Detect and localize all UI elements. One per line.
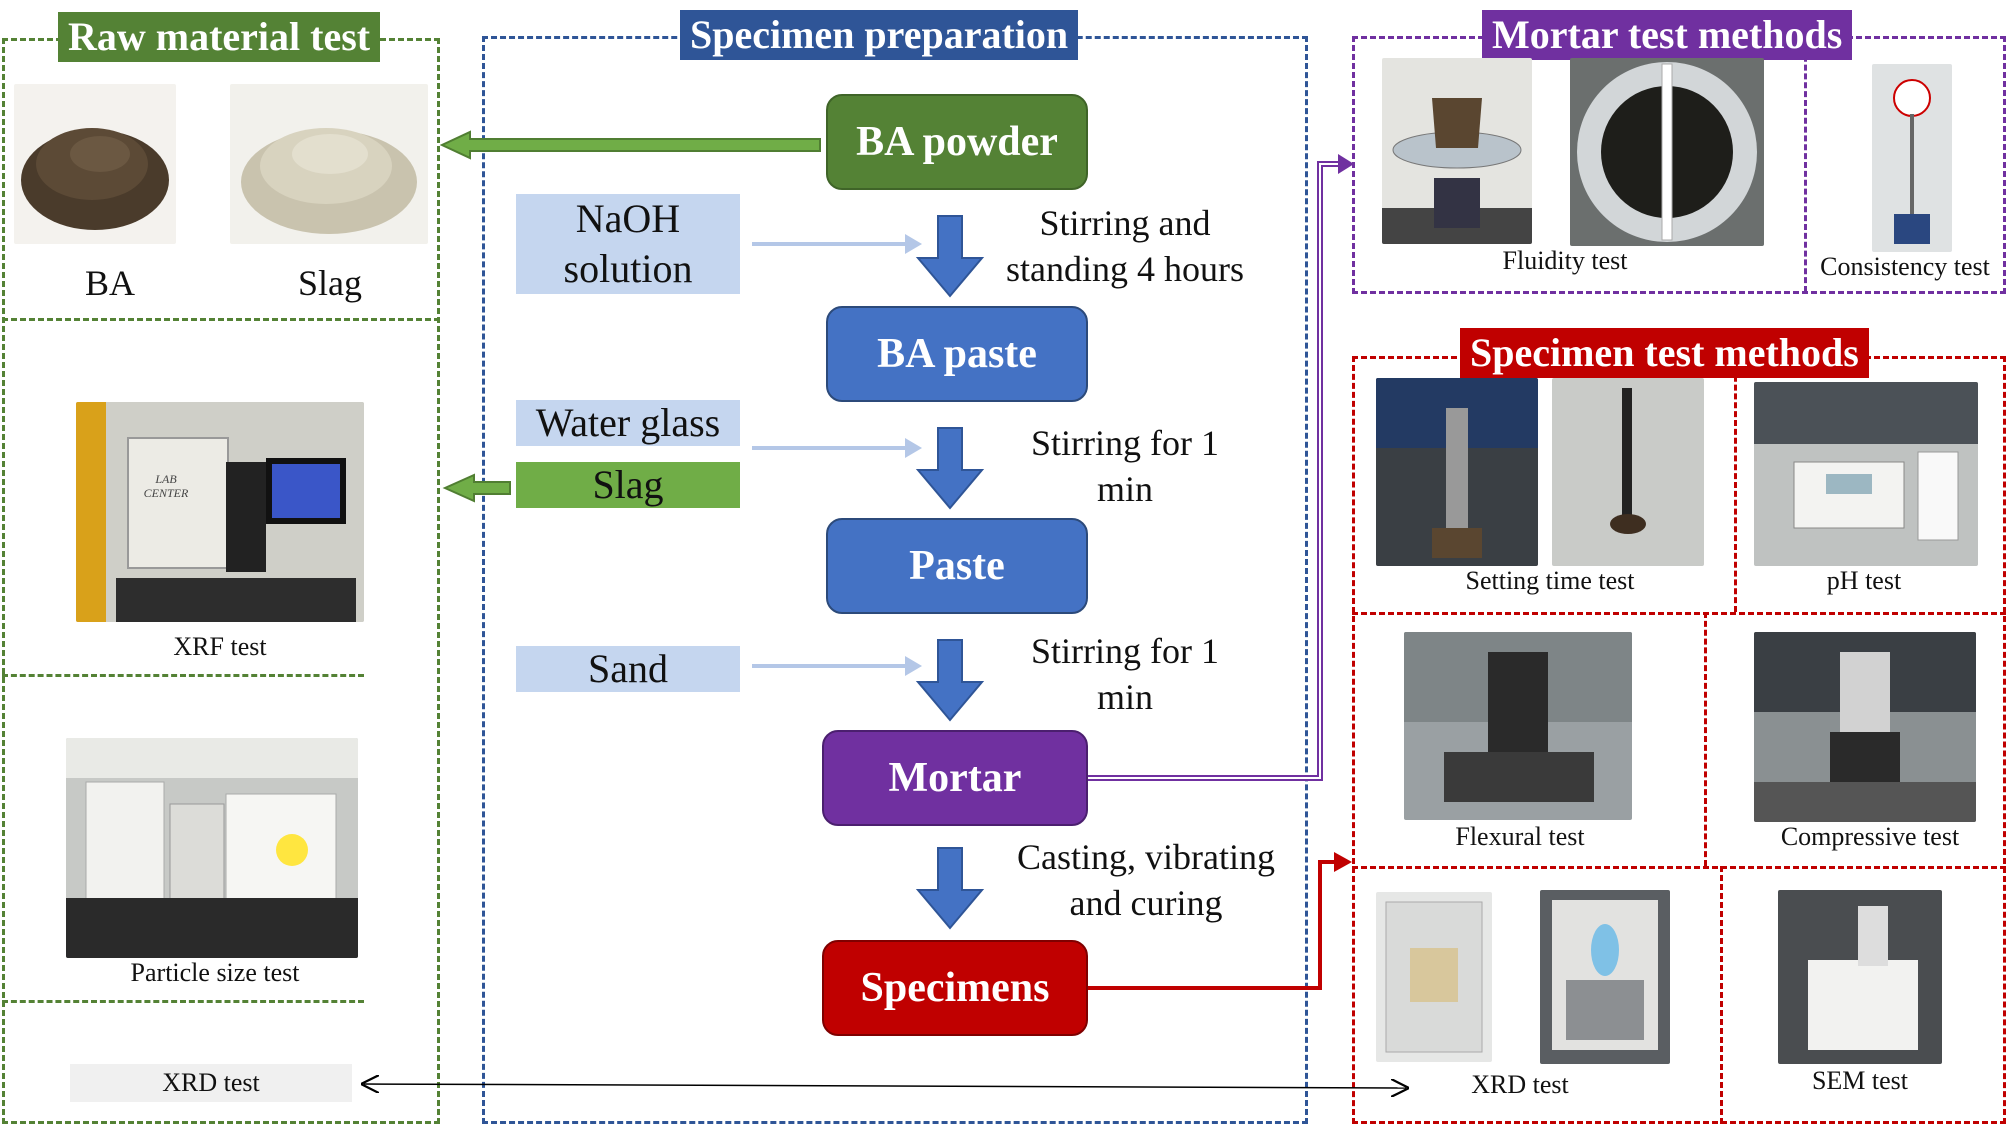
slag-to-xrf-arrow	[442, 473, 511, 503]
step-casting: Casting, vibrating and curing	[1017, 837, 1275, 923]
slag-reagent: Slag	[516, 462, 740, 508]
specimens-to-tests-arrow	[1088, 860, 1340, 990]
fluidity-table-photo	[1382, 58, 1532, 244]
step-stirring-1: Stirring for 1 min	[1031, 423, 1219, 509]
sem-caption: SEM test	[1811, 1066, 1909, 1095]
raw-material-title: Raw material test	[58, 12, 381, 62]
fluidity-spread-photo	[1570, 58, 1764, 246]
ba-to-raw-arrow	[439, 130, 821, 160]
specimen-preparation-title: Specimen preparation	[680, 10, 1079, 60]
xrf-caption: XRF test	[173, 632, 267, 661]
ba-powder-photo	[14, 84, 176, 244]
specimens-node: Specimens	[822, 940, 1088, 1036]
xrd-instrument-photo	[1540, 890, 1670, 1064]
compressive-caption: Compressive test	[1780, 822, 1960, 851]
down-arrow-2	[915, 427, 985, 510]
setting-time-photo-1	[1376, 378, 1538, 566]
sem-instrument-photo	[1778, 890, 1942, 1064]
consistency-apparatus-photo	[1872, 64, 1952, 252]
down-arrow-1	[915, 215, 985, 298]
down-arrow-4	[915, 847, 985, 930]
step-stirring-standing: Stirring and standing 4 hours	[1006, 203, 1244, 289]
specimen-v-divider-1	[1734, 358, 1737, 612]
ba-powder-node: BA powder	[826, 94, 1088, 190]
specimen-h-divider-1	[1352, 612, 2006, 615]
slag-powder-photo	[230, 84, 428, 244]
setting-time-photo-2	[1552, 378, 1704, 566]
flexural-test-photo	[1404, 632, 1632, 820]
ph-meter-photo	[1754, 382, 1978, 566]
ph-caption: pH test	[1826, 566, 1902, 595]
mortar-test-title: Mortar test methods	[1482, 10, 1853, 60]
consistency-caption: Consistency test	[1820, 252, 1990, 281]
xrf-instrument-photo: LAB CENTER	[76, 402, 364, 622]
specimen-h-divider-2	[1352, 866, 2006, 869]
fluidity-caption: Fluidity test	[1502, 246, 1628, 275]
setting-time-caption: Setting time test	[1465, 566, 1635, 595]
raw-divider-3	[2, 1000, 364, 1003]
raw-divider-1	[2, 318, 440, 321]
ba-paste-node: BA paste	[826, 306, 1088, 402]
xrd-sample-photo	[1376, 892, 1492, 1062]
step-stirring-2: Stirring for 1 min	[1031, 631, 1219, 717]
mortar-node: Mortar	[822, 730, 1088, 826]
naoh-reagent: NaOH solution	[516, 194, 740, 294]
mortar-divider	[1804, 38, 1807, 292]
xrd-left-label: XRD test	[70, 1064, 352, 1102]
compressive-test-photo	[1754, 632, 1976, 822]
ba-caption: BA	[84, 263, 135, 303]
xrd-link-arrow	[364, 1084, 1406, 1088]
sand-reagent: Sand	[516, 646, 740, 692]
particle-size-caption: Particle size test	[130, 958, 300, 987]
flexural-caption: Flexural test	[1455, 822, 1585, 851]
down-arrow-3	[915, 639, 985, 722]
particle-size-photo	[66, 738, 358, 958]
specimen-v-divider-2	[1704, 612, 1707, 866]
xrd-right-caption: XRD test	[1471, 1070, 1569, 1099]
slag-caption: Slag	[297, 263, 362, 303]
lab-center-label: LAB CENTER	[143, 472, 189, 500]
paste-node: Paste	[826, 518, 1088, 614]
raw-divider-2	[2, 674, 364, 677]
specimen-test-title: Specimen test methods	[1460, 328, 1869, 378]
water-glass-reagent: Water glass	[516, 400, 740, 446]
specimen-v-divider-3	[1720, 866, 1723, 1124]
